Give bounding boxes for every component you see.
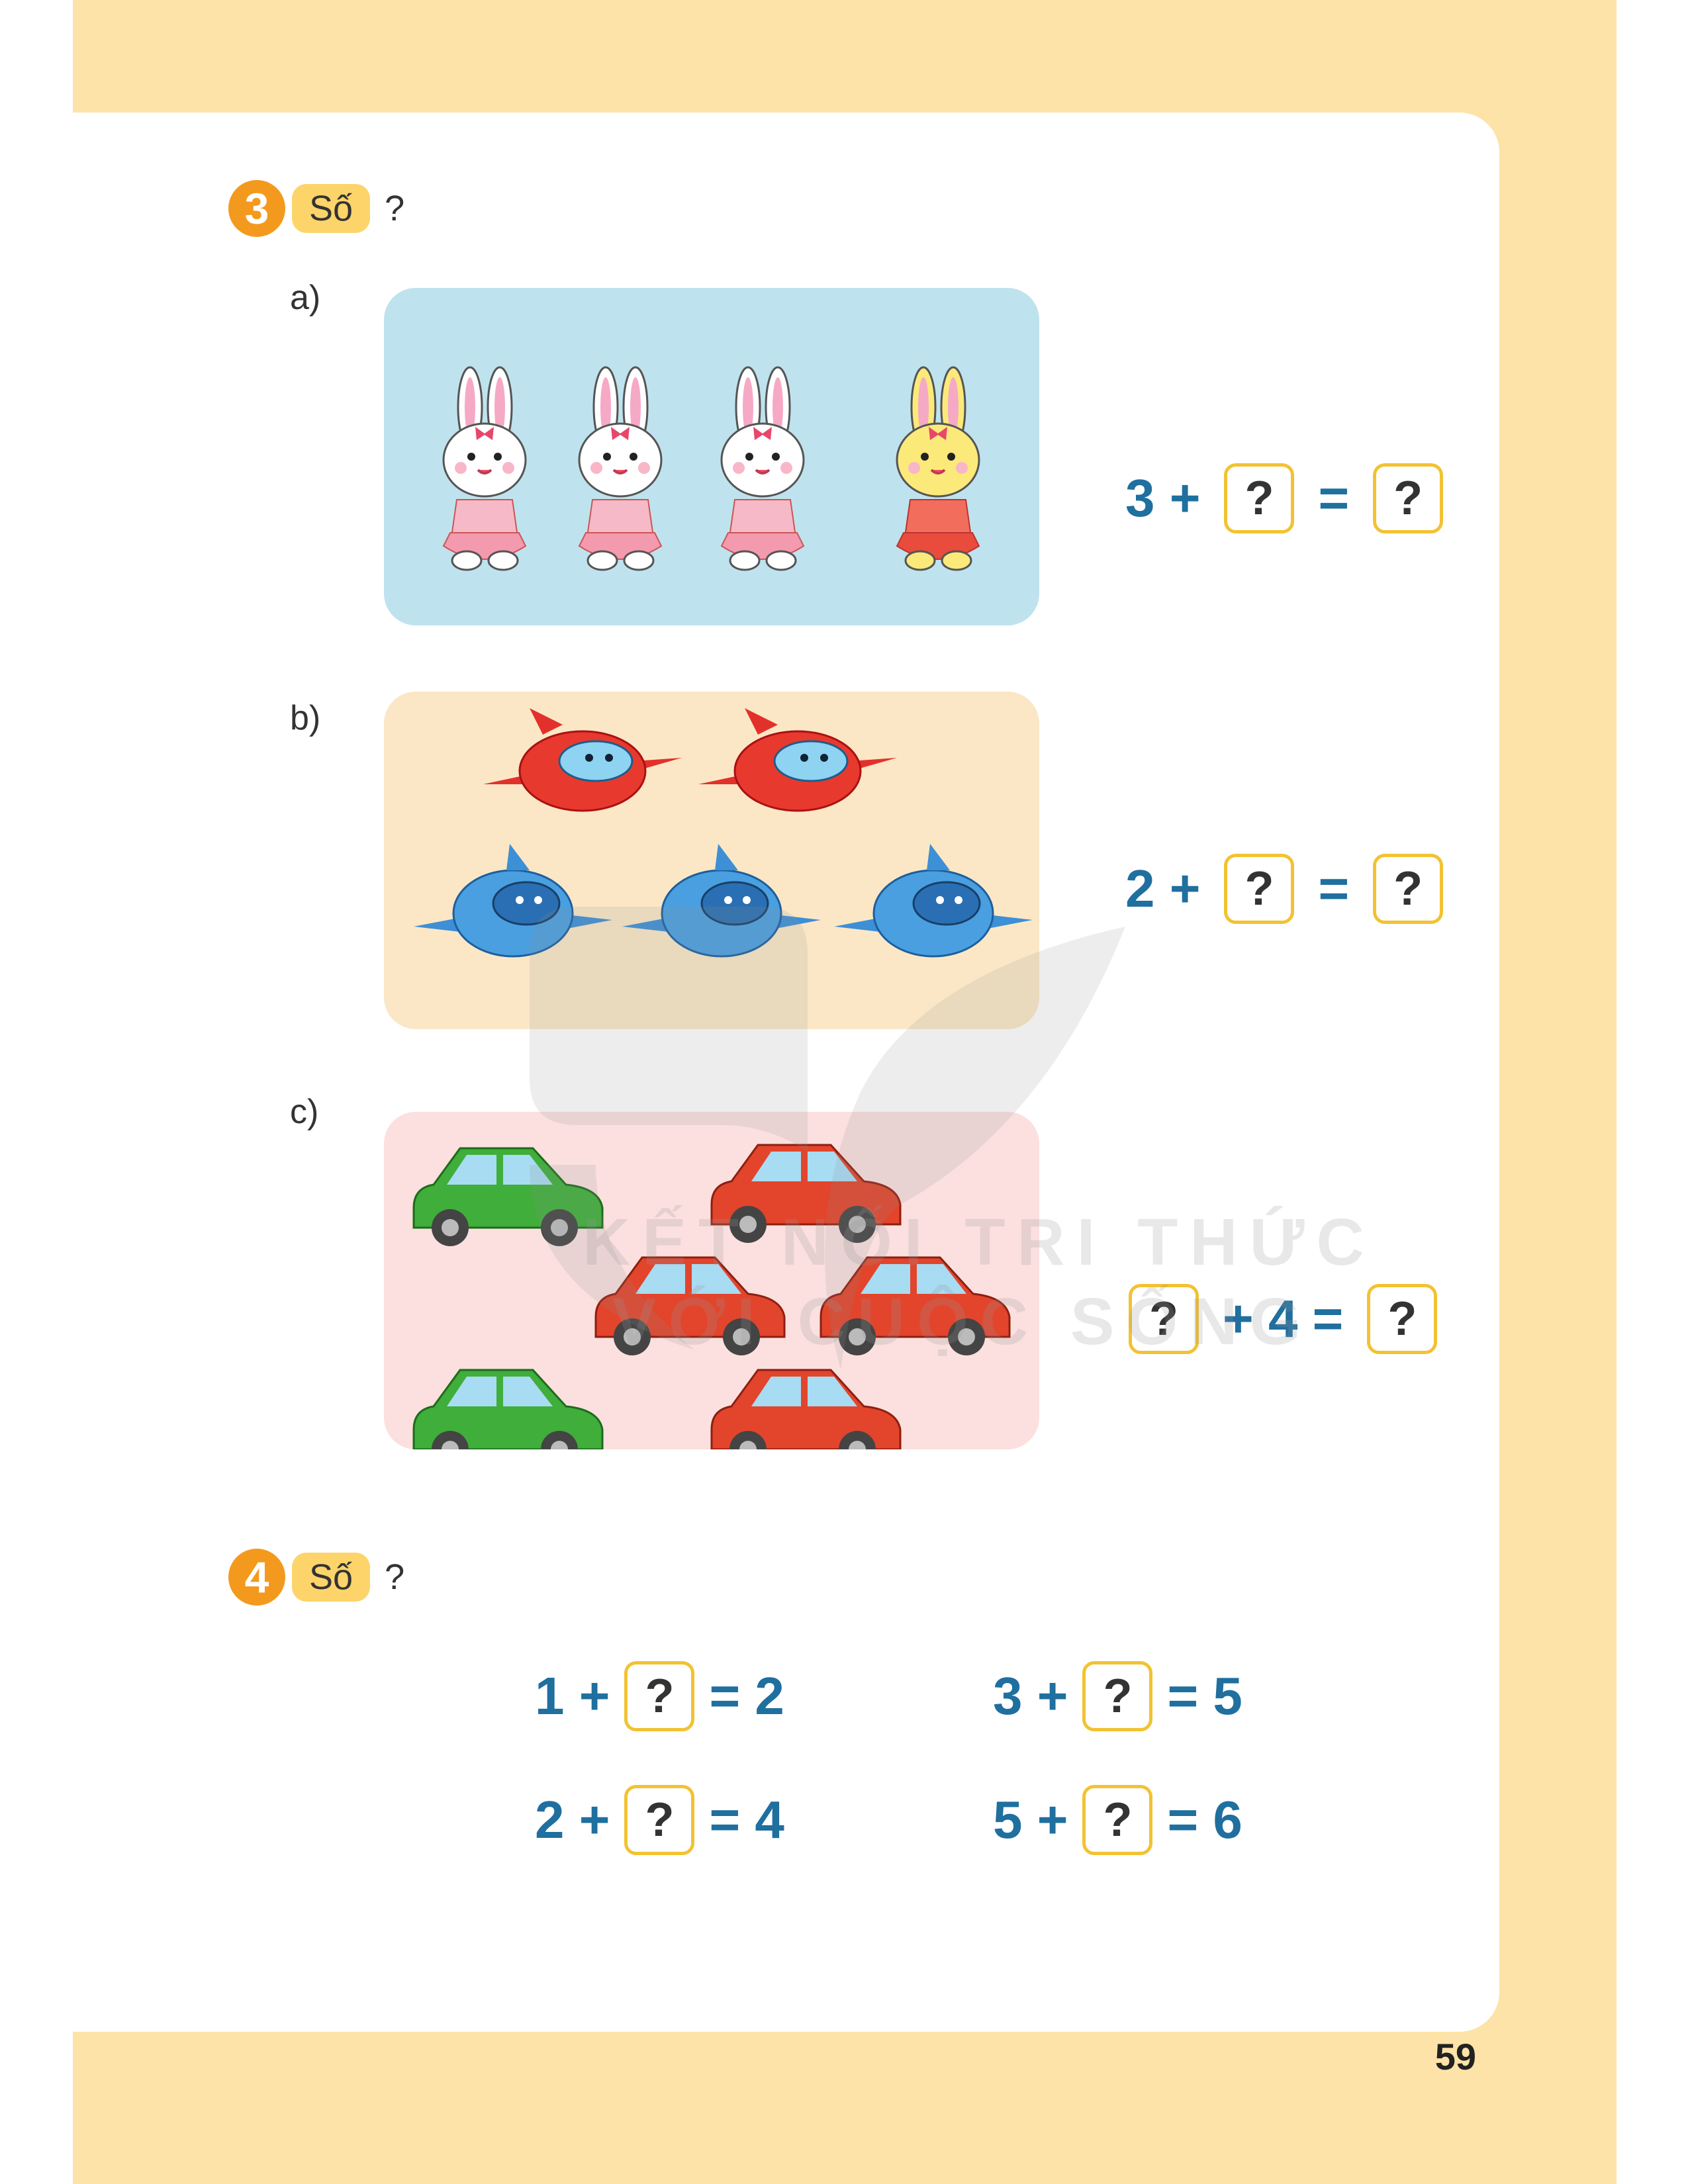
- equation-right: = 4: [709, 1790, 784, 1849]
- equation-right: = 6: [1167, 1790, 1243, 1849]
- equation-c-middle: + 4 =: [1223, 1289, 1344, 1348]
- exercise-question-mark: ?: [385, 1557, 405, 1597]
- answer-box[interactable]: ?: [1082, 1661, 1153, 1731]
- equation-left: 1 +: [535, 1666, 610, 1725]
- answer-box-c1[interactable]: ?: [1129, 1284, 1199, 1354]
- cars-panel: [384, 1112, 1039, 1449]
- equation-4-2: 3 + ? = 5: [993, 1661, 1243, 1731]
- equation-a-equals: =: [1318, 469, 1350, 527]
- part-b-label: b): [290, 699, 321, 737]
- answer-box-b1[interactable]: ?: [1224, 854, 1295, 924]
- equation-4-1: 1 + ? = 2: [535, 1661, 784, 1731]
- rabbits-panel: [384, 288, 1039, 625]
- exercise-number: 4: [228, 1549, 285, 1606]
- exercise-number: 3: [228, 180, 285, 237]
- answer-box-a2[interactable]: ?: [1373, 463, 1444, 533]
- equation-b: 2 + ? = ?: [1125, 854, 1444, 924]
- answer-box[interactable]: ?: [1082, 1785, 1153, 1855]
- watermark-line-2: VỚI CUỘC SỐNG: [612, 1285, 1313, 1359]
- equation-b-equals: =: [1318, 859, 1350, 918]
- equation-a: 3 + ? = ?: [1125, 463, 1444, 533]
- answer-box[interactable]: ?: [624, 1785, 695, 1855]
- cars-illustration: [412, 1144, 1011, 1449]
- exercise-3-header: 3 Số ?: [228, 180, 404, 237]
- equation-right: = 2: [709, 1666, 784, 1725]
- equation-4-3: 2 + ? = 4: [535, 1785, 784, 1855]
- exercise-tag: Số: [292, 1553, 371, 1602]
- part-a-label: a): [290, 279, 321, 317]
- exercise-4-header: 4 Số ?: [228, 1549, 404, 1606]
- equation-left: 2 +: [535, 1790, 610, 1849]
- answer-box-b2[interactable]: ?: [1373, 854, 1444, 924]
- watermark-line-1: KẾT NỐI TRI THỨC: [583, 1205, 1376, 1279]
- exercise-question-mark: ?: [385, 189, 405, 228]
- equation-b-left: 2 +: [1125, 859, 1201, 918]
- answer-box[interactable]: ?: [624, 1661, 695, 1731]
- page-number: 59: [1434, 2036, 1476, 2077]
- equation-4-4: 5 + ? = 6: [993, 1785, 1243, 1855]
- equation-c: ? + 4 = ?: [1129, 1284, 1438, 1354]
- exercise-tag: Số: [292, 184, 371, 233]
- equation-right: = 5: [1167, 1666, 1243, 1725]
- equation-a-left: 3 +: [1125, 469, 1201, 527]
- planes-panel: [384, 692, 1039, 1029]
- answer-box-c2[interactable]: ?: [1367, 1284, 1438, 1354]
- answer-box-a1[interactable]: ?: [1224, 463, 1295, 533]
- equation-left: 5 +: [993, 1790, 1068, 1849]
- equation-left: 3 +: [993, 1666, 1068, 1725]
- planes-illustration: [412, 707, 1034, 958]
- part-c-label: c): [290, 1093, 319, 1131]
- rabbits-illustration: [442, 366, 980, 571]
